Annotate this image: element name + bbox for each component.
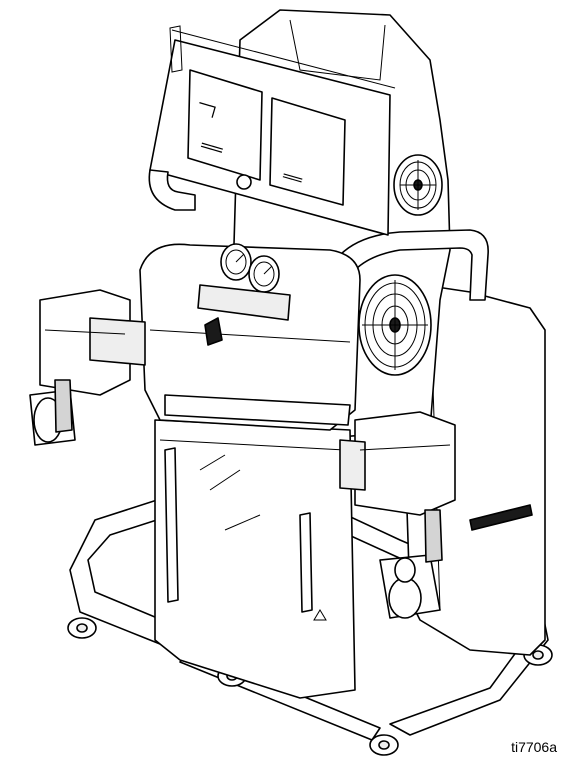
control-panel: ─┐ ══ ══	[148, 25, 396, 236]
rear-handle	[339, 229, 489, 301]
front-cover	[154, 419, 356, 699]
left-heater-block	[29, 289, 146, 446]
middle-body	[139, 243, 361, 431]
upper-cooling-fan	[393, 154, 443, 216]
temperature-display-right: ══	[269, 97, 346, 206]
pressure-gauge-left	[220, 243, 252, 281]
figure-id-label: ti7706a	[511, 739, 557, 755]
temperature-display-left: ─┐ ══	[187, 69, 263, 181]
caster-wheel	[67, 617, 97, 639]
lower-cooling-fan	[358, 274, 432, 376]
svg-text:══: ══	[280, 167, 305, 190]
pressure-gauges	[197, 243, 291, 346]
right-heater-block	[339, 411, 533, 619]
caster-wheel	[369, 734, 399, 756]
pressure-gauge-right	[248, 255, 280, 293]
